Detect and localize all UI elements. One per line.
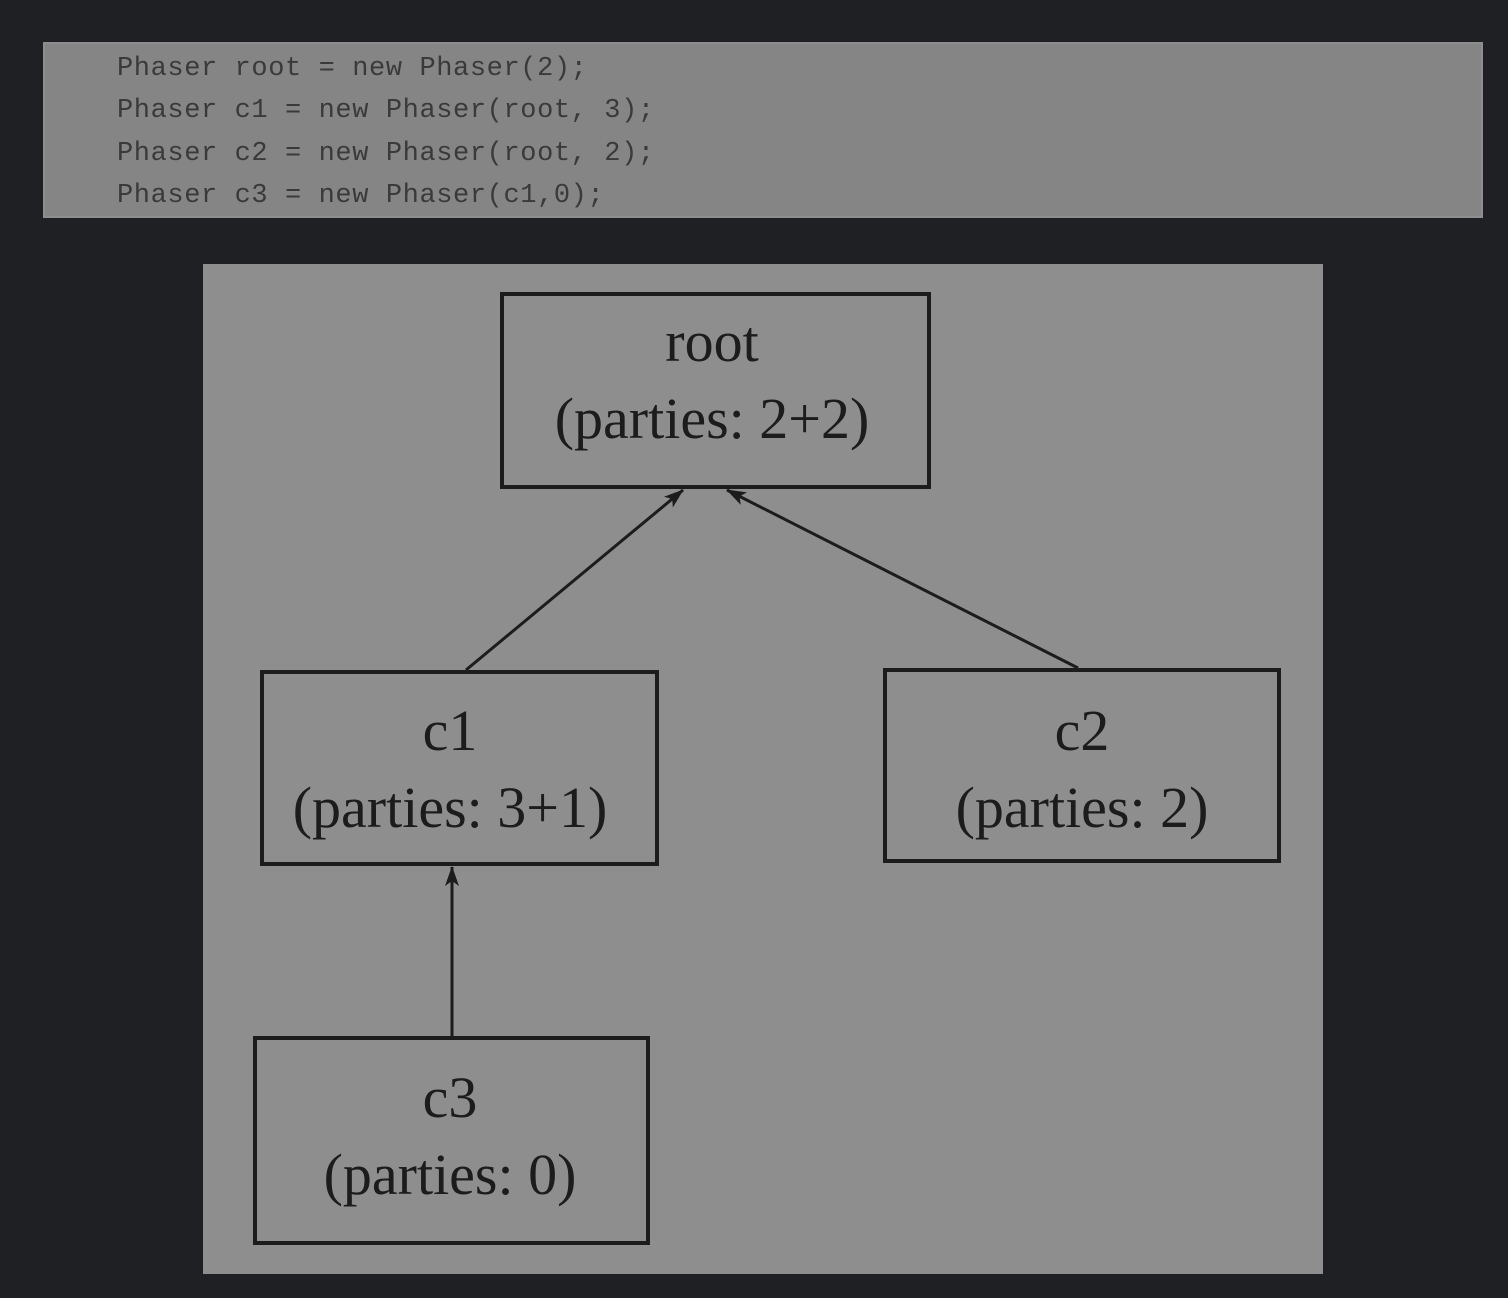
phaser-tree-diagram — [203, 264, 1323, 1274]
node-c1 — [260, 670, 659, 866]
node-c3-label: (parties: 0) — [324, 1142, 577, 1207]
node-c2-label: (parties: 2) — [956, 775, 1209, 840]
node-c2-name: c2 — [1055, 698, 1110, 763]
code-line: Phaser c1 = new Phaser(root, 3); — [117, 96, 655, 126]
code-line: Phaser c3 = new Phaser(c1,0); — [117, 181, 605, 211]
edge-c2-root — [726, 488, 1079, 670]
node-c1-label: (parties: 3+1) — [293, 775, 608, 840]
edge-c1-root — [465, 488, 684, 672]
code-block: Phaser root = new Phaser(2); Phaser c1 =… — [43, 42, 1483, 218]
node-c1-name: c1 — [423, 698, 478, 763]
node-c2 — [883, 668, 1281, 863]
node-c3-name: c3 — [423, 1065, 478, 1130]
code-line: Phaser c2 = new Phaser(root, 2); — [117, 139, 655, 169]
node-root-label: (parties: 2+2) — [555, 386, 870, 451]
code-line: Phaser root = new Phaser(2); — [117, 54, 588, 84]
node-c3 — [253, 1036, 650, 1245]
node-root-name: root — [665, 309, 758, 374]
node-root — [500, 292, 931, 489]
